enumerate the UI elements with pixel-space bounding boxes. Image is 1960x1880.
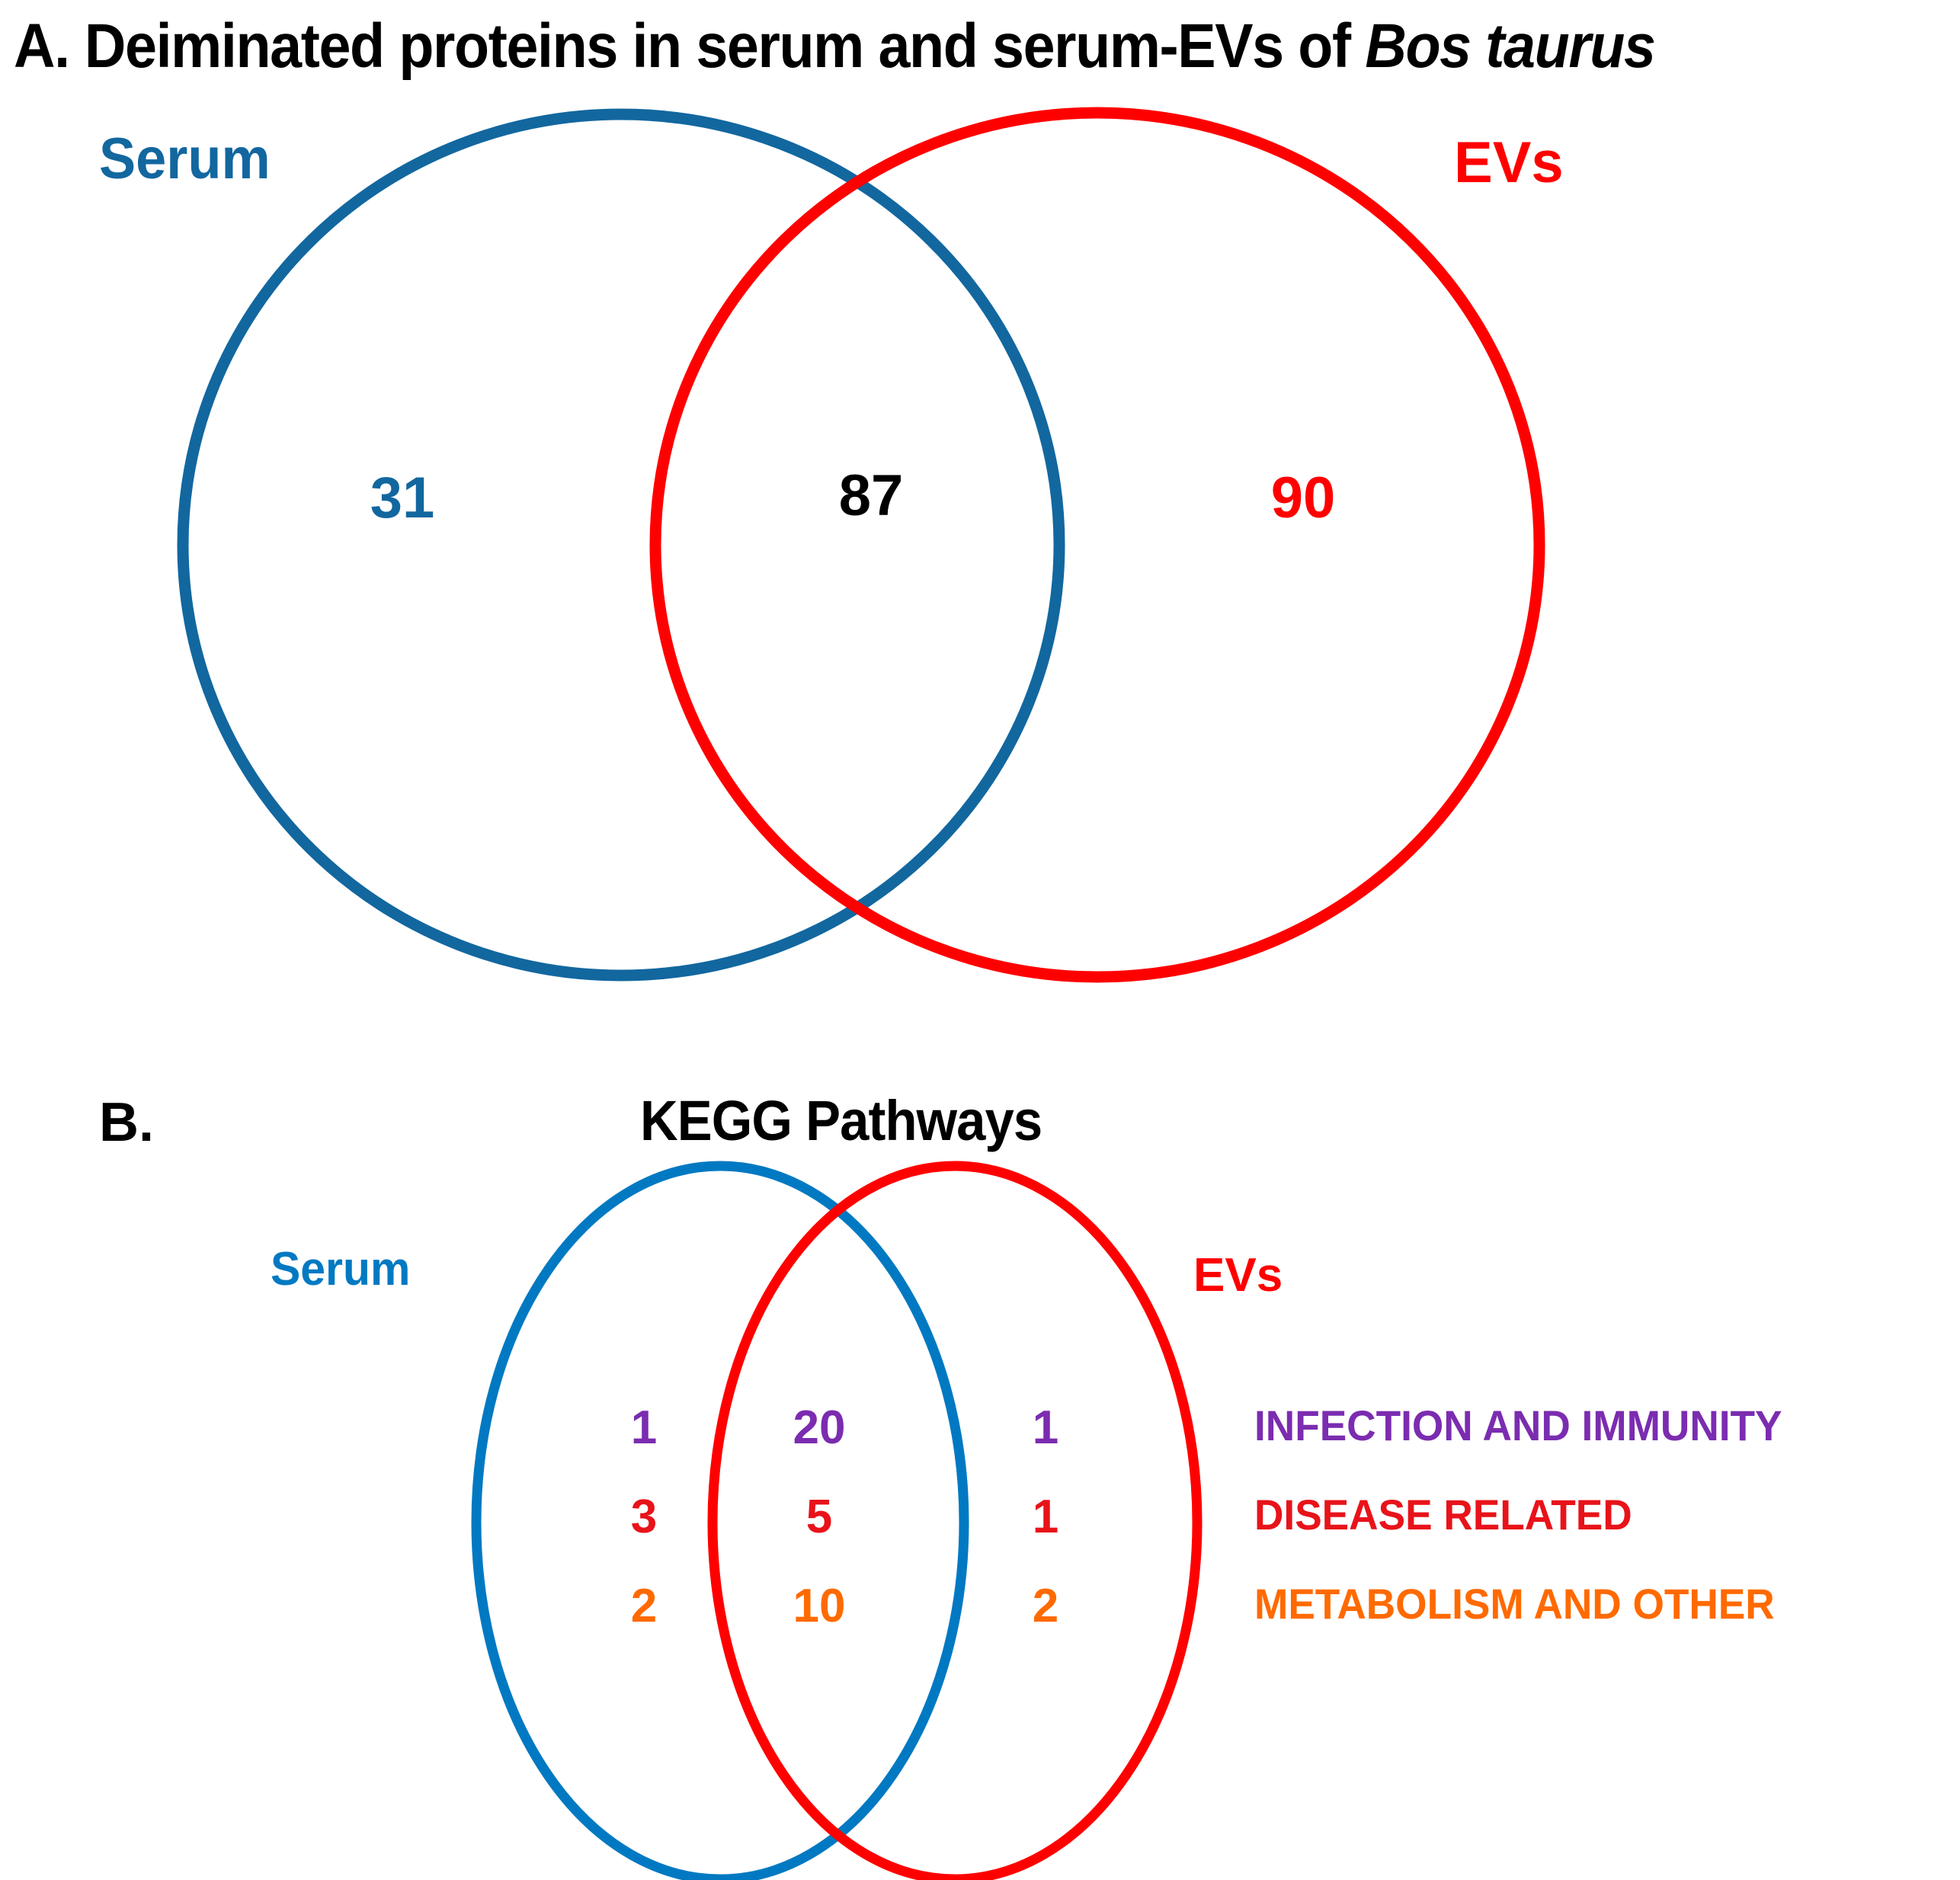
- venn-b-legend-1: DISEASE RELATED: [1254, 1491, 1632, 1539]
- venn-b-count-evs-only-1: 1: [1032, 1491, 1059, 1543]
- venn-b-evs-label: EVs: [1193, 1249, 1283, 1302]
- venn-b-serum-label: Serum: [271, 1243, 411, 1296]
- panel-b-letter: B.: [99, 1092, 154, 1153]
- venn-a-evs-label: EVs: [1454, 130, 1564, 195]
- venn-b-count-serum-only-1: 3: [630, 1491, 658, 1543]
- venn-b-legend-2: METABOLISM AND OTHER: [1254, 1580, 1775, 1628]
- venn-b-evs-ellipse: [707, 1161, 1203, 1880]
- panel-a-letter: A.: [14, 11, 70, 81]
- venn-a-count-shared: 87: [838, 463, 904, 528]
- venn-diagram-a: [177, 107, 1545, 983]
- venn-b-serum-ellipse: [471, 1161, 969, 1880]
- panel-b-title: KEGG Pathways: [640, 1089, 1042, 1152]
- venn-b-count-evs-only-2: 2: [1032, 1580, 1059, 1632]
- panel-a-title-prefix: Deiminated proteins in serum and serum-E…: [84, 11, 1351, 81]
- venn-b-count-shared-1: 5: [805, 1491, 833, 1543]
- venn-a-count-evs-only: 90: [1270, 466, 1336, 530]
- venn-b-count-shared-0: 20: [793, 1401, 846, 1454]
- venn-b-legend-0: INFECTION AND IMMUNITY: [1254, 1401, 1782, 1449]
- venn-b-count-shared-2: 10: [793, 1580, 846, 1632]
- venn-a-count-serum-only: 31: [370, 466, 435, 530]
- venn-a-serum-ellipse: [177, 108, 1065, 982]
- venn-a-serum-label: Serum: [99, 127, 271, 191]
- venn-a-evs-ellipse: [649, 107, 1545, 983]
- venn-b-count-evs-only-0: 1: [1032, 1401, 1059, 1454]
- panel-a-title: A.Deiminated proteins in serum and serum…: [14, 11, 1656, 82]
- panel-a-title-species: Bos taurus: [1365, 11, 1656, 81]
- venn-b-count-serum-only-0: 1: [630, 1401, 658, 1454]
- venn-b-count-serum-only-2: 2: [630, 1580, 658, 1632]
